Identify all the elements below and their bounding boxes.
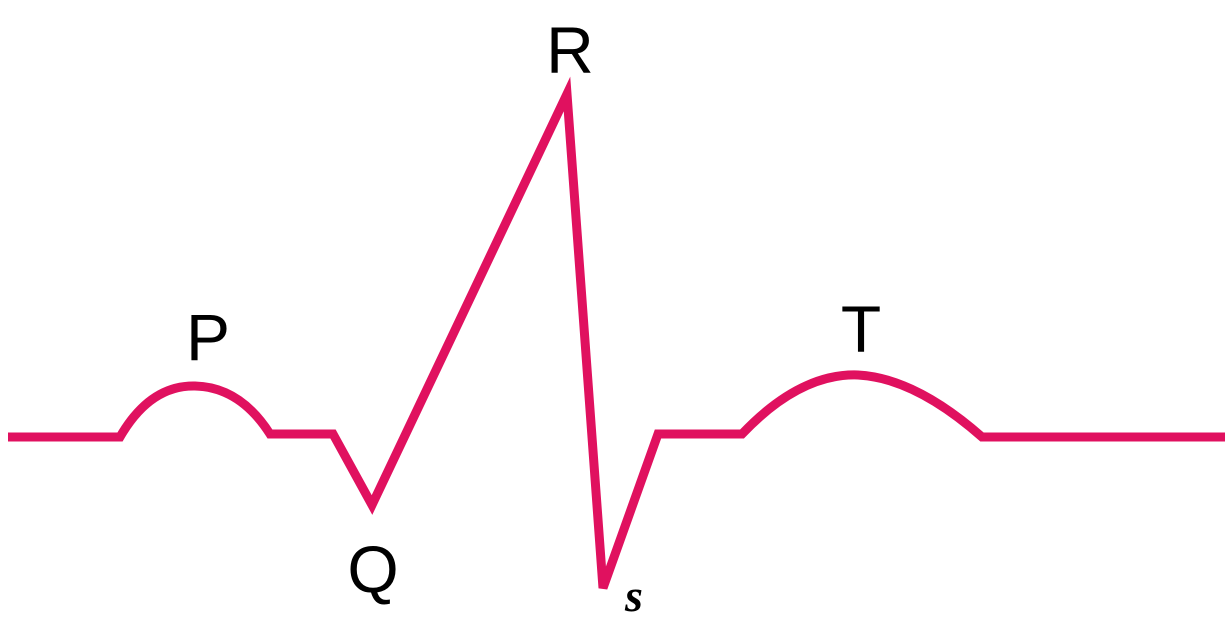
q-wave-label: Q	[347, 532, 398, 606]
p-wave-label: P	[186, 300, 230, 374]
ecg-trace-line	[8, 76, 1225, 590]
s-wave-label: s	[624, 570, 643, 617]
r-wave-label: R	[546, 13, 594, 87]
t-wave-label: T	[841, 292, 881, 366]
